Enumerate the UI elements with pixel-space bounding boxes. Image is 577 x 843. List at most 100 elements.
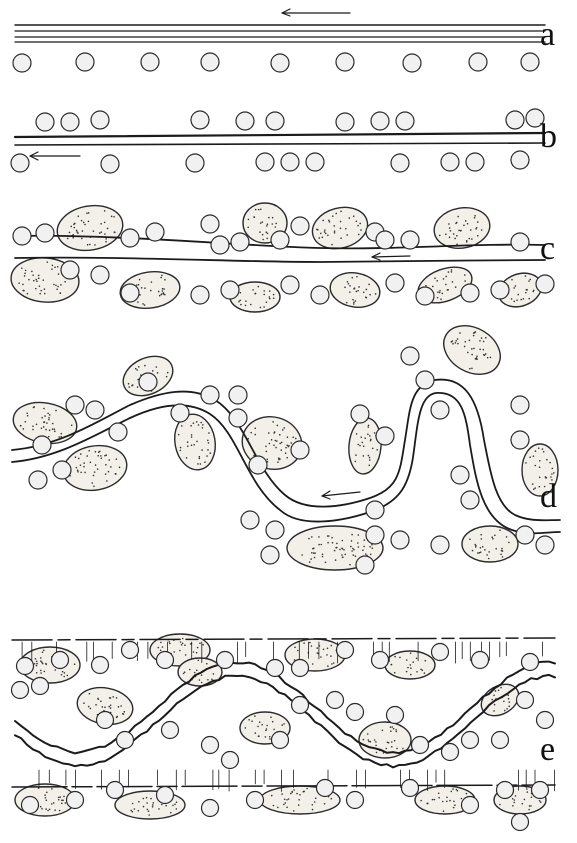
grain bbox=[306, 153, 324, 171]
arrow-icon bbox=[282, 9, 350, 16]
clast bbox=[115, 791, 185, 819]
clast bbox=[54, 201, 127, 256]
grain bbox=[229, 386, 247, 404]
grain bbox=[157, 787, 174, 804]
grain bbox=[101, 155, 119, 173]
grain bbox=[462, 732, 479, 749]
grain bbox=[11, 154, 29, 172]
grain bbox=[107, 782, 124, 799]
grain bbox=[211, 236, 229, 254]
grain bbox=[201, 386, 219, 404]
grain bbox=[537, 712, 554, 729]
grain bbox=[366, 526, 384, 544]
grain bbox=[271, 54, 289, 72]
grain bbox=[281, 276, 299, 294]
grain bbox=[202, 737, 219, 754]
grain bbox=[13, 227, 31, 245]
grain bbox=[386, 274, 404, 292]
grain bbox=[506, 111, 524, 129]
grain bbox=[412, 737, 429, 754]
grain bbox=[416, 371, 434, 389]
grain-row-b bbox=[11, 109, 544, 173]
grain bbox=[249, 456, 267, 474]
grain bbox=[146, 223, 164, 241]
clast bbox=[347, 417, 384, 476]
grain bbox=[36, 113, 54, 131]
clast bbox=[435, 316, 509, 384]
grain bbox=[12, 682, 29, 699]
grain bbox=[451, 466, 469, 484]
grain bbox=[327, 692, 344, 709]
grain bbox=[466, 153, 484, 171]
grain bbox=[511, 151, 529, 169]
grain bbox=[521, 53, 539, 71]
grain bbox=[266, 521, 284, 539]
grain bbox=[497, 782, 514, 799]
panel-label-b: b bbox=[540, 120, 557, 154]
grain bbox=[522, 654, 539, 671]
grain bbox=[201, 53, 219, 71]
grain bbox=[469, 53, 487, 71]
grain bbox=[32, 678, 49, 695]
panel-e bbox=[12, 634, 556, 831]
grain bbox=[162, 722, 179, 739]
grain bbox=[139, 373, 157, 391]
arrow-icon bbox=[322, 491, 360, 499]
grain bbox=[472, 652, 489, 669]
grain bbox=[266, 112, 284, 130]
grain bbox=[512, 814, 529, 831]
grain bbox=[351, 405, 369, 423]
panel-label-e: e bbox=[540, 733, 555, 767]
grain bbox=[376, 231, 394, 249]
grain bbox=[247, 792, 264, 809]
grain bbox=[229, 409, 247, 427]
panel-a bbox=[13, 9, 545, 72]
clast bbox=[327, 269, 382, 311]
grain bbox=[61, 113, 79, 131]
grain bbox=[532, 782, 549, 799]
grain bbox=[221, 281, 239, 299]
grain bbox=[517, 692, 534, 709]
grain bbox=[431, 536, 449, 554]
grain bbox=[441, 153, 459, 171]
grain bbox=[67, 792, 84, 809]
grain bbox=[416, 287, 434, 305]
grain bbox=[317, 780, 334, 797]
grain bbox=[202, 800, 219, 817]
grain bbox=[186, 154, 204, 172]
clast bbox=[385, 651, 435, 679]
panel-label-c: c bbox=[540, 232, 555, 266]
grain bbox=[511, 233, 529, 251]
grain bbox=[171, 404, 189, 422]
panel-d bbox=[10, 316, 560, 574]
grain bbox=[516, 526, 534, 544]
grain bbox=[372, 652, 389, 669]
arrow-icon bbox=[372, 253, 410, 260]
grain bbox=[492, 732, 509, 749]
grain bbox=[22, 797, 39, 814]
grain bbox=[236, 112, 254, 130]
grain bbox=[491, 281, 509, 299]
grain bbox=[52, 652, 69, 669]
grain bbox=[432, 644, 449, 661]
grain bbox=[347, 792, 364, 809]
grain bbox=[391, 531, 409, 549]
clast bbox=[462, 526, 518, 562]
grain bbox=[536, 275, 554, 293]
grain bbox=[33, 436, 51, 454]
grain bbox=[61, 261, 79, 279]
grain bbox=[29, 471, 47, 489]
grain bbox=[191, 111, 209, 129]
grain bbox=[431, 401, 449, 419]
grain bbox=[391, 154, 409, 172]
grain bbox=[337, 642, 354, 659]
grain bbox=[461, 491, 479, 509]
grain-row-a bbox=[13, 53, 539, 72]
grain bbox=[267, 660, 284, 677]
grain bbox=[292, 660, 309, 677]
grain bbox=[122, 642, 139, 659]
grain bbox=[462, 797, 479, 814]
grain bbox=[36, 224, 54, 242]
arrow-icon bbox=[30, 152, 80, 160]
